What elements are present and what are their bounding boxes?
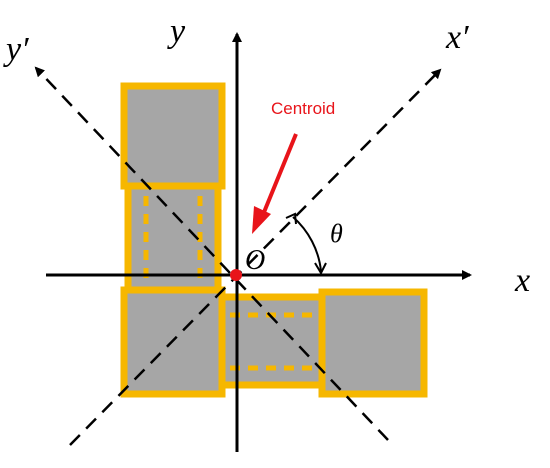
angle-arc xyxy=(292,216,322,272)
x-prime-axis xyxy=(69,68,442,446)
block-top xyxy=(120,82,226,190)
y-axis-label: y xyxy=(167,13,186,50)
angle-label: θ xyxy=(330,219,343,248)
centroid-arrow xyxy=(258,133,298,223)
y-prime-axis-label: y′ xyxy=(3,31,29,68)
y-prime-axis xyxy=(34,66,389,441)
l-shaped-section xyxy=(120,82,428,398)
centroid-dot xyxy=(230,269,242,281)
centroid-arrow-head xyxy=(252,206,271,234)
angle-arc-arrow-top xyxy=(285,212,297,225)
x-axis-label: x xyxy=(514,262,530,299)
origin-label: O xyxy=(245,245,265,276)
angle-arc-arrow-bottom xyxy=(314,262,327,276)
block-right xyxy=(318,288,428,398)
centroid-label: Centroid xyxy=(271,99,335,118)
x-prime-axis-label: x′ xyxy=(445,19,469,56)
